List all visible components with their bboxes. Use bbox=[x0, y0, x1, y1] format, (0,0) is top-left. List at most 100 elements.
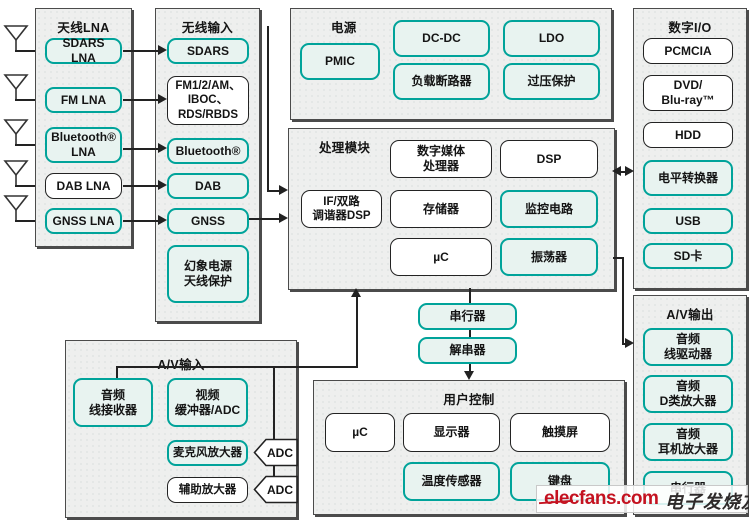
arrow-fm bbox=[158, 94, 167, 104]
box-supervisor-circuit: 监控电路 bbox=[500, 190, 598, 228]
box-uc-processing: µC bbox=[390, 238, 492, 276]
wire-antenna-1 bbox=[15, 50, 35, 52]
box-audio-line-driver: 音频 线驱动器 bbox=[643, 328, 733, 366]
antenna-icon bbox=[3, 74, 29, 99]
wire-processing-avout-1 bbox=[613, 257, 624, 259]
wire-avin-to-processing bbox=[356, 296, 358, 367]
group-title-antenna-lna: 天线LNA bbox=[57, 21, 110, 35]
wire-deserializer-usercontrol bbox=[469, 364, 471, 372]
box-sdars: SDARS bbox=[167, 38, 249, 64]
box-fm-lna: FM LNA bbox=[45, 87, 122, 113]
box-fm-iboc-rds: FM1/2/AM、 IBOC、 RDS/RBDS bbox=[167, 76, 249, 125]
arrow-dab bbox=[158, 180, 167, 190]
box-pcmcia: PCMCIA bbox=[643, 38, 733, 64]
box-dvd-bluray: DVD/ Blu-ray™ bbox=[643, 75, 733, 111]
wire-avin-receiver-up bbox=[116, 367, 118, 378]
watermark-brand: 电子发烧友 bbox=[665, 492, 749, 513]
wire-adc1-to-adc2 bbox=[273, 466, 275, 476]
box-ldo: LDO bbox=[503, 20, 600, 57]
box-dcdc: DC-DC bbox=[393, 20, 490, 57]
box-gnss-lna: GNSS LNA bbox=[45, 208, 122, 234]
antenna-icon bbox=[3, 195, 29, 220]
box-bluetooth: Bluetooth® bbox=[167, 138, 249, 164]
wire-antenna-4 bbox=[15, 185, 35, 187]
wire-processing-digitalio bbox=[618, 171, 629, 173]
watermark: elecfans.com 电子发烧友 bbox=[536, 485, 749, 513]
arrow-to-digitalio bbox=[625, 166, 634, 176]
box-gnss: GNSS bbox=[167, 208, 249, 234]
adc-label: ADC bbox=[267, 445, 293, 460]
antenna-icon bbox=[3, 25, 29, 50]
wire-processing-serializer bbox=[469, 288, 471, 303]
wire-dab bbox=[123, 185, 159, 187]
box-microphone-amp: 麦克风放大器 bbox=[167, 440, 248, 466]
wire-antenna-3 bbox=[15, 144, 35, 146]
arrow-to-usercontrol bbox=[464, 371, 474, 380]
wire-avin-bus bbox=[116, 366, 358, 368]
box-phantom-power-protection: 幻象电源 天线保护 bbox=[167, 245, 249, 303]
box-touchscreen: 触摸屏 bbox=[510, 413, 610, 452]
wire-processing-avout-3 bbox=[622, 343, 627, 345]
box-dsp: DSP bbox=[500, 140, 598, 178]
box-audio-class-d-amp: 音频 D类放大器 bbox=[643, 375, 733, 413]
arrow-gnss bbox=[158, 215, 167, 225]
adc-label: ADC bbox=[267, 482, 293, 497]
wire-gnss bbox=[123, 220, 159, 222]
box-if-tuner-dsp: IF/双路 调谐器DSP bbox=[301, 190, 382, 228]
box-usb: USB bbox=[643, 208, 733, 234]
wire-bus-to-adc1 bbox=[273, 368, 275, 439]
wire-bluetooth bbox=[123, 148, 159, 150]
wire-rf-feed-horizontal bbox=[267, 190, 280, 192]
box-overvoltage-protection: 过压保护 bbox=[503, 63, 600, 100]
group-title-av-input: A/V输入 bbox=[157, 358, 205, 372]
wire-serializer-deserializer bbox=[469, 330, 471, 337]
box-memory: 存储器 bbox=[390, 190, 492, 228]
box-audio-line-receiver: 音频 线接收器 bbox=[73, 378, 153, 427]
group-title-power: 电源 bbox=[331, 21, 357, 35]
box-dab: DAB bbox=[167, 173, 249, 199]
box-temperature-sensor: 温度传感器 bbox=[403, 462, 500, 501]
adc-tag-2: ADC bbox=[253, 475, 299, 504]
group-title-processing: 处理模块 bbox=[319, 141, 371, 155]
antenna-icon bbox=[3, 160, 29, 185]
arrow-processing-avout bbox=[625, 338, 634, 348]
box-pmic: PMIC bbox=[300, 43, 380, 80]
arrow-bluetooth bbox=[158, 143, 167, 153]
arrow-rf-feed bbox=[279, 185, 288, 195]
box-sd-card: SD卡 bbox=[643, 243, 733, 269]
watermark-site: elecfans.com bbox=[544, 488, 659, 509]
wire-antenna-5 bbox=[15, 220, 35, 222]
group-title-digital-io: 数字I/O bbox=[668, 21, 712, 35]
arrow-avin-to-processing bbox=[351, 288, 361, 297]
wire-gnss-to-processing bbox=[249, 218, 280, 220]
box-level-translator: 电平转换器 bbox=[643, 160, 733, 196]
wire-processing-avout-2 bbox=[622, 257, 624, 345]
box-display: 显示器 bbox=[403, 413, 500, 452]
box-aux-amp: 辅助放大器 bbox=[167, 477, 248, 503]
box-uc-user-control: µC bbox=[325, 413, 395, 452]
arrow-gnss-to-processing bbox=[279, 213, 288, 223]
box-dab-lna: DAB LNA bbox=[45, 173, 122, 199]
adc-pentagon-icon bbox=[253, 475, 298, 504]
group-title-wireless-input: 无线输入 bbox=[181, 21, 234, 35]
arrow-to-processing bbox=[612, 166, 621, 176]
box-video-buffer-adc: 视频 缓冲器/ADC bbox=[167, 378, 248, 427]
arrow-sdars bbox=[158, 45, 167, 55]
box-oscillator: 振荡器 bbox=[500, 238, 598, 276]
antenna-icon bbox=[3, 119, 29, 144]
wire-antenna-2 bbox=[15, 99, 35, 101]
group-title-user-control: 用户控制 bbox=[443, 393, 495, 407]
box-sdars-lna: SDARS LNA bbox=[45, 36, 122, 65]
wire-sdars bbox=[123, 50, 159, 52]
box-serializer: 串行器 bbox=[418, 303, 517, 330]
wire-fm bbox=[123, 99, 159, 101]
wire-rf-feed-vertical bbox=[267, 26, 269, 192]
box-deserializer: 解串器 bbox=[418, 337, 517, 364]
box-bluetooth-lna: Bluetooth® LNA bbox=[45, 127, 122, 163]
box-audio-headphone-amp: 音频 耳机放大器 bbox=[643, 423, 733, 461]
group-title-av-output: A/V输出 bbox=[666, 308, 714, 322]
box-load-switch: 负载断路器 bbox=[393, 63, 490, 100]
adc-pentagon-icon bbox=[253, 438, 298, 467]
box-digital-media-processor: 数字媒体 处理器 bbox=[390, 140, 492, 178]
